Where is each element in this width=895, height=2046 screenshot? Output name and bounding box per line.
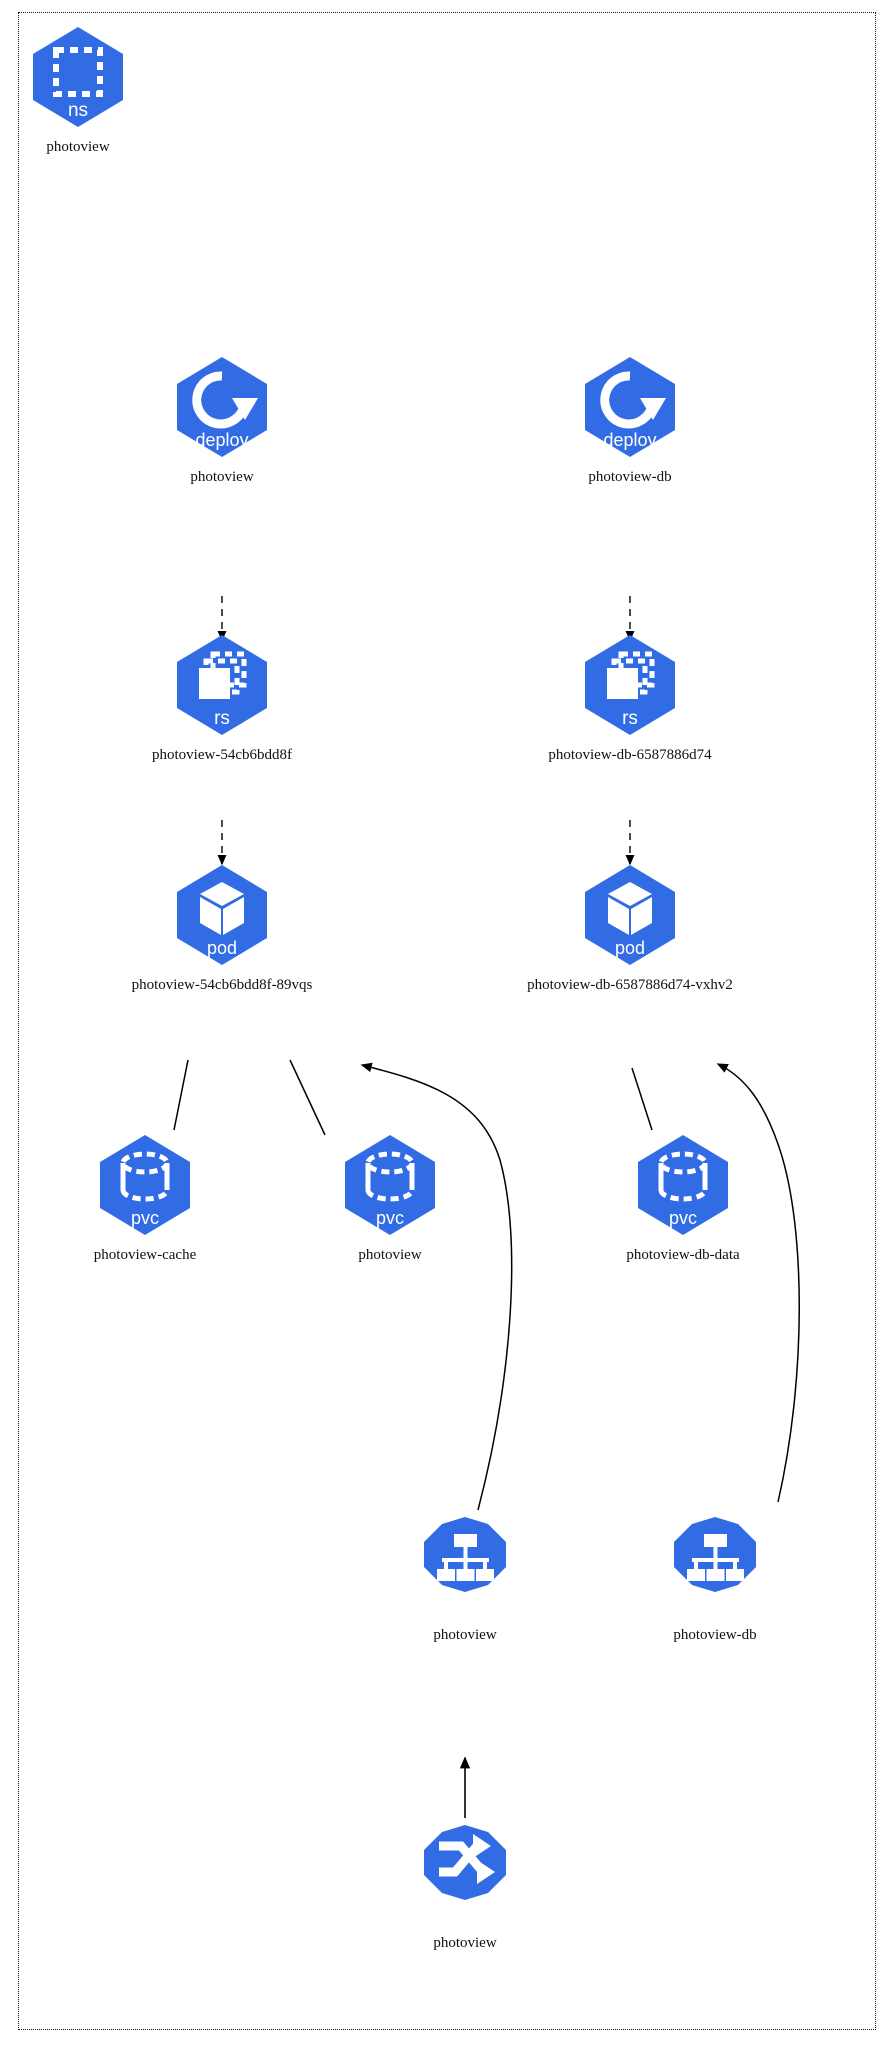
node-namespace-photoview[interactable]: ns photoview [28,24,128,156]
node-label: photoview [46,139,110,155]
pvc-icon: pvc [95,1132,195,1243]
node-deployment-photoview[interactable]: deploy photoview [172,354,272,486]
node-pvc-photoview-db-data[interactable]: pvc photoview-db-data [626,1132,740,1264]
deploy-icon: deploy [172,354,272,465]
pvc-icon: pvc [633,1132,733,1243]
svg-text:ns: ns [68,100,88,121]
node-pod-photoview[interactable]: pod photoview-54cb6bdd8f-89vqs [132,862,312,994]
node-label: photoview [190,469,254,485]
node-pvc-photoview-cache[interactable]: pvc photoview-cache [93,1132,197,1264]
node-pod-photoview-db[interactable]: pod photoview-db-6587886d74-vxhv2 [527,862,733,994]
node-service-photoview-db[interactable]: svc photoview-db [665,1512,765,1644]
svg-text:rs: rs [622,708,638,729]
svc-icon: svc [665,1512,765,1623]
pvc-icon: pvc [340,1132,440,1243]
node-service-photoview[interactable]: svc photoview [415,1512,515,1644]
svg-text:pvc: pvc [131,1208,159,1228]
node-label: photoview-54cb6bdd8f-89vqs [131,977,313,993]
svg-text:svc: svc [452,1587,478,1606]
svg-text:ing: ing [453,1896,477,1916]
node-label: photoview-db [673,1627,757,1643]
svg-text:svc: svc [702,1587,728,1606]
node-label: photoview-db-6587886d74-vxhv2 [527,977,733,993]
rs-icon: rs [580,632,680,743]
node-label: photoview-db-6587886d74 [548,747,712,763]
namespace-boundary [18,12,876,2030]
node-label: photoview-db [588,469,672,485]
rs-icon: rs [172,632,272,743]
svc-icon: svc [415,1512,515,1623]
node-replicaset-photoview-db[interactable]: rs photoview-db-6587886d74 [548,632,712,764]
ing-icon: ing [415,1820,515,1931]
deploy-icon: deploy [580,354,680,465]
node-label: photoview [433,1627,497,1643]
svg-text:pvc: pvc [669,1208,697,1228]
svg-text:deploy: deploy [603,430,656,450]
node-label: photoview-db-data [626,1247,740,1263]
svg-text:pvc: pvc [376,1208,404,1228]
node-label: photoview-cache [93,1247,197,1263]
svg-text:pod: pod [615,938,645,958]
pod-icon: pod [172,862,272,973]
svg-text:pod: pod [207,938,237,958]
node-deployment-photoview-db[interactable]: deploy photoview-db [580,354,680,486]
pod-icon: pod [580,862,680,973]
node-pvc-photoview[interactable]: pvc photoview [340,1132,440,1264]
node-label: photoview-54cb6bdd8f [152,747,292,763]
svg-text:rs: rs [214,708,230,729]
node-label: photoview [433,1935,497,1951]
node-ingress-photoview[interactable]: ing photoview [415,1820,515,1952]
node-label: photoview [358,1247,422,1263]
ns-icon: ns [28,24,128,135]
node-replicaset-photoview[interactable]: rs photoview-54cb6bdd8f [152,632,292,764]
svg-text:deploy: deploy [195,430,248,450]
